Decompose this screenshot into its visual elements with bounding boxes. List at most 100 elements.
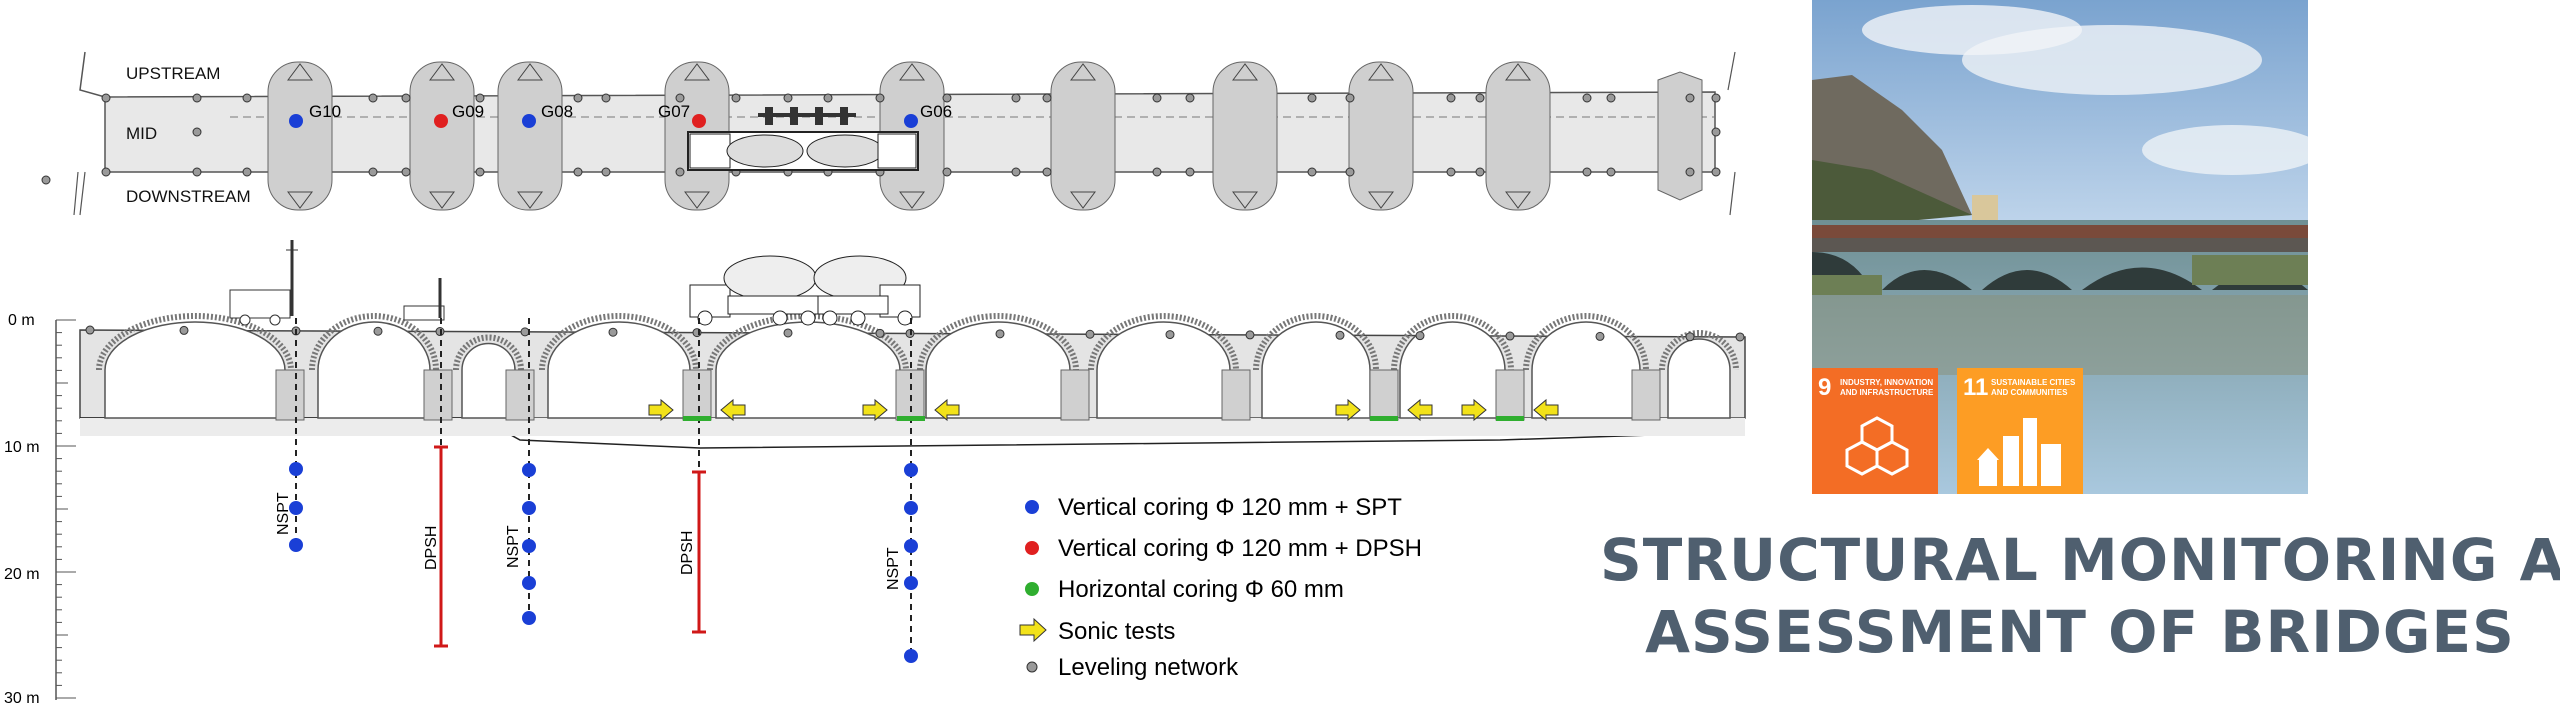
gauge-g09-dot — [434, 114, 448, 128]
leveling-point — [875, 93, 885, 103]
leveling-point — [1011, 167, 1021, 177]
arch-opening — [715, 321, 901, 419]
legend-label-leveling: Leveling network — [1058, 654, 1239, 681]
sonic-arrow-icon — [934, 398, 960, 422]
spt-point — [289, 538, 303, 552]
pier-elevation — [1631, 369, 1661, 421]
bridge-diagram: UPSTREAM MID DOWNSTREAM G10 G09 G08 G — [4, 51, 1746, 705]
leveling-point — [1345, 167, 1355, 177]
depth-scale — [55, 319, 76, 700]
arch-opening — [1531, 321, 1641, 419]
sonic-arrow-icon — [648, 398, 674, 422]
leveling-point — [1475, 167, 1485, 177]
leveling-point — [192, 93, 202, 103]
leveling-point — [942, 93, 952, 103]
elevation-leveling-point — [373, 326, 383, 336]
arch-ring — [1391, 313, 1514, 371]
leveling-point — [573, 93, 583, 103]
pier-elevation — [1221, 369, 1251, 421]
plan-pier — [409, 61, 475, 211]
gauge-g06-dot — [904, 114, 918, 128]
leveling-point — [1711, 167, 1721, 177]
leveling-point — [783, 93, 793, 103]
pier-elevation — [275, 369, 305, 421]
elevation-leveling-point — [1415, 331, 1425, 341]
sdg-goal-9-badge: 9 INDUSTRY, INNOVATION AND INFRASTRUCTUR… — [1812, 368, 1938, 494]
arch-opening — [1667, 338, 1731, 419]
arch-ring — [1088, 313, 1239, 371]
arch-ring — [309, 313, 439, 371]
leveling-point — [101, 93, 111, 103]
elevation-leveling-point — [1165, 330, 1175, 340]
arch-ring — [1523, 313, 1649, 371]
leveling-point — [1185, 167, 1195, 177]
pier-elevation — [1495, 369, 1525, 421]
borehole-label-nspt-2: NSPT — [505, 525, 522, 568]
dpsh-bar — [434, 445, 448, 648]
spt-point — [904, 539, 918, 553]
pier-cutwater — [429, 63, 455, 209]
arches — [96, 313, 1739, 421]
sonic-arrow-icon — [1461, 398, 1487, 422]
arch-ring — [1659, 330, 1739, 371]
leveling-point — [942, 167, 952, 177]
page-title: STRUCTURAL MONITORING AND ASSESSMENT OF … — [1600, 524, 2560, 668]
arch-opening — [925, 321, 1071, 419]
leveling-point — [1711, 93, 1721, 103]
leveling-point — [192, 127, 202, 137]
leveling-point — [1152, 167, 1162, 177]
elevation-leveling-point — [179, 325, 189, 335]
sonic-arrow-icon — [720, 398, 746, 422]
plan-pier — [1348, 61, 1414, 211]
elevation-leveling-point — [783, 328, 793, 338]
depth-tick-30: 30 m — [4, 690, 40, 705]
sonic-arrow-icon — [1335, 398, 1361, 422]
pier-cutwater — [899, 63, 925, 209]
arch-ring — [453, 334, 524, 371]
leveling-point — [601, 93, 611, 103]
horizontal-coring-mark — [683, 416, 711, 421]
leveling-point — [1606, 93, 1616, 103]
sonic-arrow-icon — [1533, 398, 1559, 422]
drill-rig-small-icon — [403, 278, 445, 321]
boreholes — [289, 318, 918, 663]
spt-point — [522, 463, 536, 477]
leveling-point — [675, 93, 685, 103]
leveling-point — [1582, 93, 1592, 103]
elevation-leveling-point — [1735, 332, 1745, 342]
borehole-label-nspt-1: NSPT — [275, 492, 292, 535]
gauge-g10-label: G10 — [309, 102, 341, 121]
arch-opening — [1096, 321, 1231, 419]
borehole-label-dpsh-2: DPSH — [679, 531, 696, 575]
legend: Vertical coring Φ 120 mm + SPT Vertical … — [1019, 494, 1422, 681]
sdg-11-number: 11 — [1963, 374, 1989, 401]
leveling-point — [1011, 93, 1021, 103]
leveling-point — [1307, 167, 1317, 177]
leveling-point — [1711, 127, 1721, 137]
leveling-point — [1042, 167, 1052, 177]
title-line-2: ASSESSMENT OF BRIDGES — [1645, 598, 2515, 666]
spt-point — [522, 539, 536, 553]
legend-grey-dot-icon — [1026, 661, 1038, 673]
elevation-leveling-point — [608, 327, 618, 337]
legend-blue-dot-icon — [1025, 500, 1039, 514]
elevation-leveling-point — [520, 327, 530, 337]
sonic-arrow-icon — [1407, 398, 1433, 422]
truck-plan-icon — [687, 107, 919, 171]
leveling-point — [1345, 93, 1355, 103]
leveling-point — [192, 167, 202, 177]
arch-opening — [1399, 321, 1506, 419]
sdg-goal-11-badge: 11 SUSTAINABLE CITIES AND COMMUNITIES — [1957, 368, 2083, 494]
leveling-point — [1475, 93, 1485, 103]
leveling-point — [1185, 93, 1195, 103]
depth-tick-20: 20 m — [4, 566, 40, 583]
depth-tick-0: 0 m — [8, 312, 35, 329]
leveling-point — [475, 93, 485, 103]
sonic-arrow-icon — [862, 398, 888, 422]
cubes-icon — [1845, 416, 1909, 476]
leveling-point — [675, 167, 685, 177]
gauge-g08-dot — [522, 114, 536, 128]
dpsh-bar — [692, 470, 706, 634]
elevation-leveling-point — [85, 325, 95, 335]
elevation-leveling-point — [1595, 331, 1605, 341]
